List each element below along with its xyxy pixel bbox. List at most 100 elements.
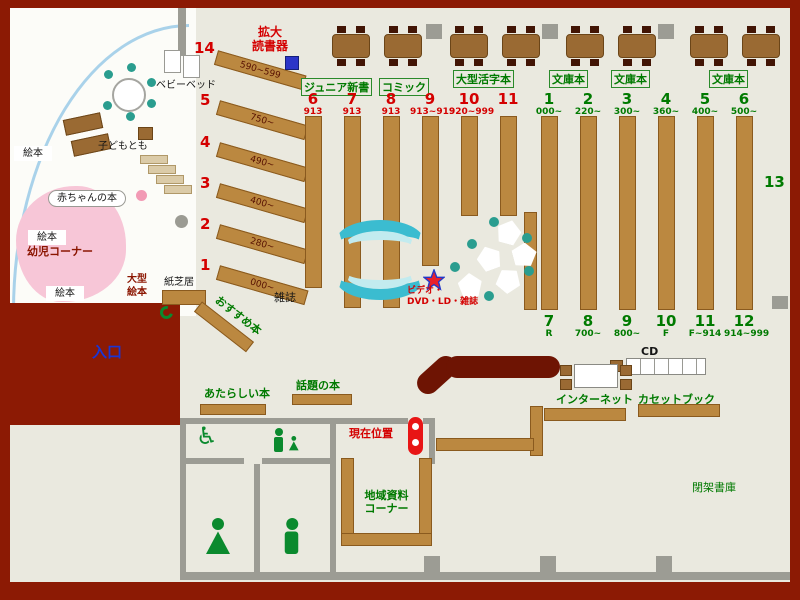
shelf-number: 7: [346, 90, 358, 108]
wall: [262, 458, 330, 464]
chair: [560, 365, 572, 376]
shelf-13-label: 13: [764, 173, 785, 191]
mens-toilet-icon: [284, 518, 299, 554]
topic-books-shelf: [292, 394, 352, 405]
step: [156, 175, 184, 184]
internet-label: インターネット: [556, 393, 633, 406]
shelf-number: 6: [307, 90, 319, 108]
internet-table: [574, 364, 618, 388]
shelf-number: 8: [582, 312, 594, 330]
pillar: [656, 556, 672, 572]
reading-table: [742, 26, 780, 66]
curved-bench-inner: [345, 259, 415, 289]
section-label: 文庫本: [611, 70, 650, 88]
shelf-range: 913: [381, 107, 401, 117]
kids-chair: [126, 112, 135, 121]
picture-book-shelf-label: 絵本: [28, 230, 66, 245]
round-kids-table: [112, 78, 146, 112]
shelf-number: 2: [582, 90, 594, 108]
magnifier-device-icon: [285, 56, 299, 70]
baby-bed: [183, 55, 200, 78]
bookshelf: [500, 116, 517, 216]
shelf-number: 3: [621, 90, 633, 108]
wall: [186, 458, 244, 464]
shelf-number: 4: [660, 90, 672, 108]
step: [140, 155, 168, 164]
shelf-number: 3: [200, 174, 211, 192]
shelf-range: 800~: [613, 329, 641, 339]
shelf: [544, 408, 626, 421]
local-corner-label-2: コーナー: [364, 501, 409, 515]
bookshelf: [619, 116, 636, 310]
cd-label: CD: [641, 345, 659, 358]
shelf-number: 10: [458, 90, 480, 108]
wall: [330, 424, 336, 576]
picture-book-shelf-label: 絵本: [46, 286, 84, 301]
shelf-number: 1: [543, 90, 555, 108]
curved-bench: [336, 258, 424, 300]
star-marker-icon: [423, 269, 445, 291]
shelf-range: F: [662, 329, 670, 339]
adult-figure-icon: [274, 428, 283, 452]
reading-table: [450, 26, 488, 66]
bookshelf: [658, 116, 675, 310]
wall: [178, 8, 186, 56]
shelf-range: 700~: [574, 329, 602, 339]
entrance-area: [10, 303, 180, 425]
large-picture-books-label-2: 絵本: [127, 287, 147, 298]
seat-chair: [484, 291, 494, 301]
wall: [429, 424, 435, 464]
shelf-range: F~914: [688, 329, 722, 339]
kamishibai-label: 紙芝居: [164, 277, 194, 288]
shelf-number: 14: [194, 39, 215, 57]
cassette-label: カセットブック: [638, 393, 715, 406]
kids-chair: [104, 70, 113, 79]
shelf-range: 913~919: [410, 107, 456, 117]
gray-pillar-dot: [175, 215, 188, 228]
shelf-number: 2: [200, 215, 211, 233]
bookshelf: [461, 116, 478, 216]
seat-chair: [450, 262, 460, 272]
section-label: 大型活字本: [453, 70, 514, 88]
curved-bench-inner: [345, 231, 415, 261]
baby-changing-icon: [274, 428, 304, 458]
shelf-number: 10: [655, 312, 677, 330]
shelf-number: 9: [621, 312, 633, 330]
wheelchair-icon: ♿: [196, 422, 218, 450]
shelf-number: 12: [733, 312, 755, 330]
shelf-number: 5: [200, 91, 211, 109]
chair: [560, 379, 572, 390]
pink-seat: [136, 190, 147, 201]
kids-chair: [147, 78, 156, 87]
shelf-range: 920~999: [449, 107, 495, 117]
kids-stool: [138, 127, 153, 140]
shelf-range: 220~: [574, 107, 602, 117]
baby-books-label: 赤ちゃんの本: [48, 190, 126, 207]
new-books-shelf: [200, 404, 266, 415]
section-label: ジュニア新書: [301, 78, 373, 96]
local-corner-label-1: 地域資料: [364, 489, 409, 502]
section-label: 文庫本: [709, 70, 748, 88]
wall: [180, 424, 186, 576]
wall: [180, 572, 790, 580]
womens-toilet-icon: [206, 518, 230, 554]
step: [164, 185, 192, 194]
kamishibai-shelf: [162, 290, 206, 305]
shelf-number: 9: [424, 90, 436, 108]
reading-table: [332, 26, 370, 66]
chair: [620, 365, 632, 376]
pillar: [540, 556, 556, 572]
pillar: [658, 24, 674, 39]
